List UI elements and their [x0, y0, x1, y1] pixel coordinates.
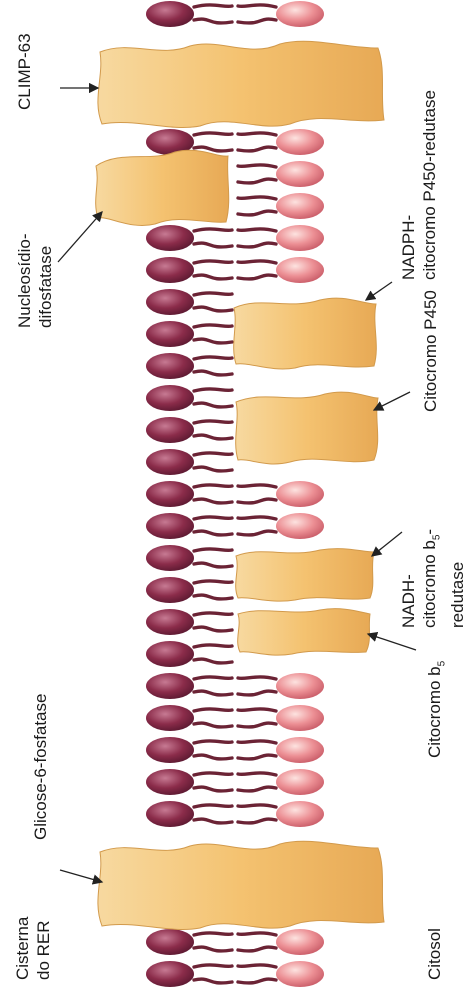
lipid-tail-lumen	[194, 133, 232, 151]
lipid-tail-lumen	[194, 421, 232, 439]
lipid-head-lumen	[146, 929, 194, 955]
arrow-nucleosidio	[58, 212, 102, 262]
lipid-head-cytosol	[276, 961, 324, 987]
lipid-tail-cytosol	[238, 197, 276, 215]
lipid-head-lumen	[146, 385, 194, 411]
arrow-b5	[368, 634, 416, 650]
lipid-tail-cytosol	[238, 133, 276, 151]
arrow-g6p	[60, 870, 102, 882]
label-cisterna-do-rer: Cisterna do RER	[12, 917, 54, 980]
label-citocromo-p450: Citocromo P450	[420, 290, 441, 412]
label-nucleosidio-difosfatase: Nucleosídio- difosfatase	[14, 234, 56, 329]
lipid-tail-lumen	[194, 453, 232, 471]
lipid-head-cytosol	[276, 673, 324, 699]
lipid-tail-cytosol	[238, 805, 276, 823]
lipid-tail-cytosol	[238, 677, 276, 695]
lipid-head-lumen	[146, 289, 194, 315]
lipid-head-lumen	[146, 481, 194, 507]
lipid-tail-lumen	[194, 261, 232, 279]
protein-climp-63	[98, 41, 384, 127]
label-nadh-b5-reductase: NADH- citocromo b5- redutase	[398, 529, 465, 628]
lipid-tail-lumen	[194, 709, 232, 727]
protein-nadh-b5-reductase	[236, 549, 374, 602]
arrow-p450-reductase	[366, 282, 392, 300]
lipid-tail-cytosol	[238, 773, 276, 791]
lipid-bilayer	[146, 1, 324, 987]
lipid-tail-cytosol	[238, 965, 276, 983]
protein-p450	[236, 392, 378, 464]
lipid-head-cytosol	[276, 705, 324, 731]
lipid-tail-lumen	[194, 933, 232, 951]
lipid-head-cytosol	[276, 257, 324, 283]
protein-b5	[238, 609, 370, 655]
protein-nucleosidio-difosfatase	[96, 150, 229, 225]
lipid-tail-lumen	[194, 389, 232, 407]
label-glicose-6-fosfatase: Glicose-6-fosfatase	[30, 694, 51, 840]
lipid-head-lumen	[146, 321, 194, 347]
lipid-head-lumen	[146, 225, 194, 251]
protein-nadph-p450-reductase	[234, 298, 377, 369]
lipid-head-lumen	[146, 609, 194, 635]
lipid-tail-lumen	[194, 485, 232, 503]
lipid-head-lumen	[146, 1, 194, 27]
lipid-head-lumen	[146, 673, 194, 699]
lipid-head-cytosol	[276, 193, 324, 219]
label-nadph-p450-reductase: NADPH- citocromo P450-redutase	[398, 90, 440, 280]
lipid-tail-cytosol	[238, 5, 276, 23]
lipid-tail-cytosol	[238, 741, 276, 759]
lipid-head-lumen	[146, 641, 194, 667]
lipid-tail-cytosol	[238, 709, 276, 727]
lipid-head-cytosol	[276, 737, 324, 763]
label-citocromo-b5: Citocromo b5	[424, 661, 452, 758]
lipid-tail-lumen	[194, 293, 232, 311]
lipid-tail-lumen	[194, 357, 232, 375]
lipid-head-lumen	[146, 801, 194, 827]
lipid-tail-lumen	[194, 741, 232, 759]
lipid-head-cytosol	[276, 769, 324, 795]
lipid-tail-lumen	[194, 805, 232, 823]
lipid-tail-cytosol	[238, 165, 276, 183]
arrow-p450	[374, 392, 410, 410]
lipid-head-lumen	[146, 961, 194, 987]
lipid-tail-lumen	[194, 965, 232, 983]
lipid-tail-cytosol	[238, 517, 276, 535]
lipid-head-lumen	[146, 577, 194, 603]
lipid-tail-lumen	[194, 229, 232, 247]
lipid-head-cytosol	[276, 801, 324, 827]
lipid-head-lumen	[146, 737, 194, 763]
lipid-head-lumen	[146, 513, 194, 539]
lipid-head-cytosol	[276, 161, 324, 187]
lipid-tail-lumen	[194, 645, 232, 663]
lipid-tail-lumen	[194, 325, 232, 343]
label-citosol: Citosol	[424, 928, 445, 980]
lipid-head-lumen	[146, 449, 194, 475]
lipid-head-cytosol	[276, 129, 324, 155]
lipid-tail-lumen	[194, 677, 232, 695]
lipid-head-lumen	[146, 545, 194, 571]
lipid-head-cytosol	[276, 225, 324, 251]
protein-glicose-6-fosfatase	[98, 841, 384, 929]
lipid-head-cytosol	[276, 1, 324, 27]
lipid-tail-cytosol	[238, 229, 276, 247]
lipid-tail-cytosol	[238, 933, 276, 951]
lipid-tail-lumen	[194, 549, 232, 567]
label-climp-63: CLIMP-63	[14, 33, 35, 110]
lipid-head-cytosol	[276, 929, 324, 955]
lipid-head-cytosol	[276, 481, 324, 507]
lipid-head-lumen	[146, 257, 194, 283]
lipid-tail-lumen	[194, 5, 232, 23]
lipid-tail-lumen	[194, 517, 232, 535]
lipid-head-lumen	[146, 417, 194, 443]
lipid-tail-cytosol	[238, 261, 276, 279]
lipid-head-cytosol	[276, 513, 324, 539]
lipid-tail-cytosol	[238, 485, 276, 503]
lipid-tail-lumen	[194, 613, 232, 631]
lipid-head-lumen	[146, 353, 194, 379]
lipid-head-lumen	[146, 705, 194, 731]
lipid-head-lumen	[146, 769, 194, 795]
lipid-tail-lumen	[194, 773, 232, 791]
lipid-tail-lumen	[194, 581, 232, 599]
